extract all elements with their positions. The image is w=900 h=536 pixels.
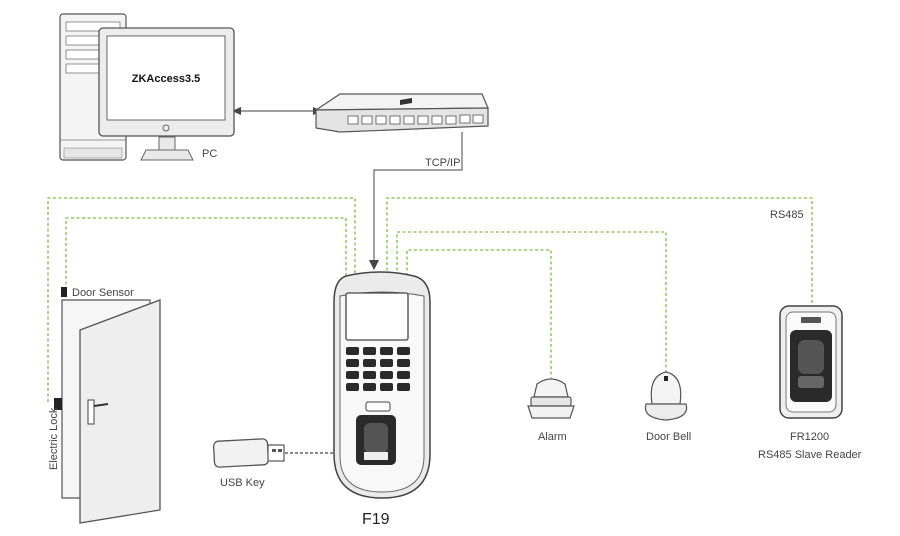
door-bell-icon — [644, 371, 688, 421]
electric-lock-icon — [54, 398, 62, 410]
door-bell-wire — [396, 231, 667, 372]
tcpip-link — [373, 132, 463, 262]
arrow-left-head — [232, 107, 241, 115]
tcpip-label: TCP/IP — [425, 157, 460, 169]
f19-terminal — [333, 271, 431, 499]
wiring — [47, 197, 813, 402]
alarm-label: Alarm — [538, 431, 567, 443]
door-sensor-wire — [65, 217, 347, 290]
usb-key-label: USB Key — [220, 477, 265, 489]
rs485-label: RS485 — [770, 209, 804, 221]
electric-lock-label: Electric Lock — [48, 407, 60, 470]
alarm-icon — [527, 378, 575, 419]
network-switch — [313, 93, 489, 133]
network-lines — [238, 110, 463, 262]
f19-label: F19 — [362, 511, 390, 528]
door-handle-icon — [93, 403, 109, 407]
pc-label: PC — [202, 148, 217, 160]
door-sensor-label: Door Sensor — [72, 287, 134, 299]
electric-lock-wire — [47, 197, 356, 402]
reader-label-line2: RS485 Slave Reader — [758, 449, 862, 461]
reader-label-line1: FR1200 — [790, 431, 829, 443]
pc-monitor — [98, 27, 235, 161]
fr1200-reader — [779, 305, 843, 419]
monitor-screen-text: ZKAccess3.5 — [132, 73, 201, 85]
door-panel — [79, 299, 161, 524]
rs485-wire — [386, 197, 813, 306]
alarm-wire — [406, 249, 552, 378]
f19-keypad — [346, 347, 410, 391]
door — [54, 287, 161, 524]
usb-key — [212, 438, 285, 468]
door-sensor-icon — [61, 287, 67, 297]
arrow-down-head — [369, 260, 379, 270]
door-bell-label: Door Bell — [646, 431, 691, 443]
door-handle-plate — [87, 399, 95, 425]
switch-ports — [347, 114, 484, 125]
f19-screen — [345, 292, 409, 341]
